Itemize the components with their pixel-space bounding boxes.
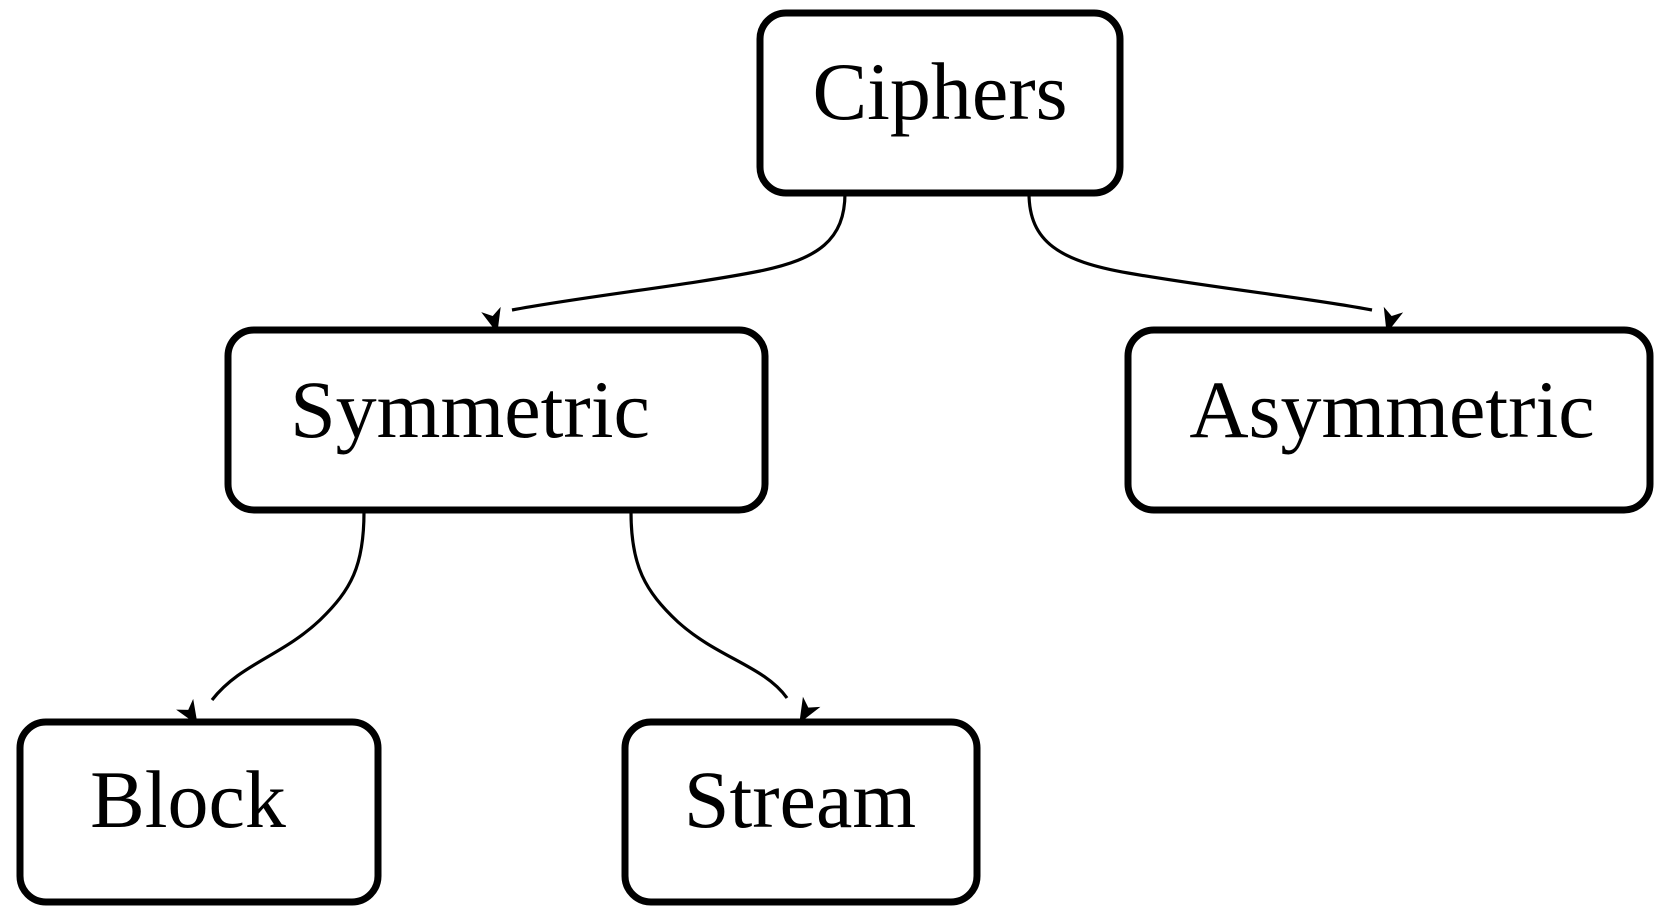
node-stream-box <box>621 718 981 906</box>
edge-path <box>1027 192 1373 312</box>
node-ciphers-box <box>756 9 1124 197</box>
edge-ciphers-asymmetric[interactable] <box>1027 192 1404 334</box>
node-asymmetric-box <box>1124 326 1654 514</box>
edge-symmetric-block[interactable] <box>176 511 366 729</box>
node-asymmetric-label: Asymmetric <box>1189 364 1594 455</box>
node-ciphers-label: Ciphers <box>812 46 1067 137</box>
node-stream-label: Stream <box>684 754 916 845</box>
node-block-label: Block <box>90 754 286 845</box>
nodes-layer: Ciphers Symmetric Asymmetric Block Strea… <box>16 9 1654 906</box>
edge-ciphers-symmetric[interactable] <box>481 192 847 334</box>
edge-path <box>210 511 366 701</box>
edge-path <box>629 511 789 699</box>
node-block-box <box>16 718 382 906</box>
arrowhead-icon <box>176 698 198 726</box>
node-symmetric-label: Symmetric <box>290 364 650 455</box>
node-symmetric[interactable]: Symmetric <box>224 326 769 514</box>
node-ciphers[interactable]: Ciphers <box>756 9 1124 197</box>
arrowhead-icon <box>481 306 501 334</box>
node-symmetric-box <box>224 326 769 514</box>
arrowhead-icon <box>799 696 821 724</box>
node-asymmetric[interactable]: Asymmetric <box>1124 326 1654 514</box>
edge-symmetric-stream[interactable] <box>629 511 821 727</box>
node-block[interactable]: Block <box>16 718 382 906</box>
edges-layer <box>176 192 1404 729</box>
edge-path <box>511 192 847 312</box>
node-stream[interactable]: Stream <box>621 718 981 906</box>
arrowhead-icon <box>1383 306 1404 334</box>
